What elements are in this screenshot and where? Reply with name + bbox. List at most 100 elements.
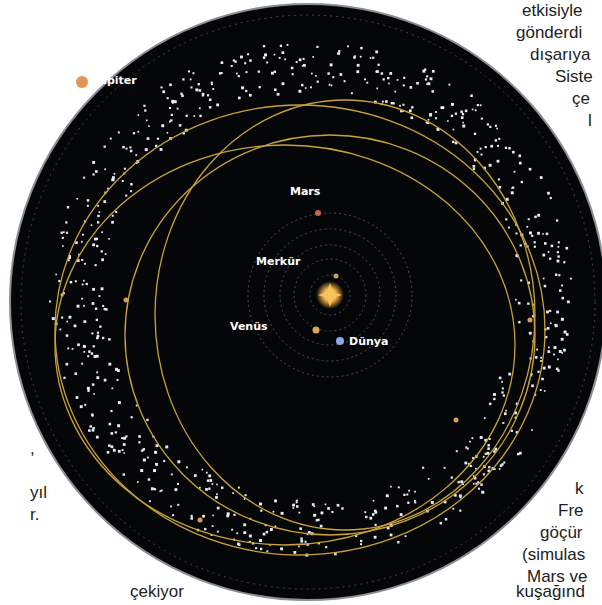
asteroid-dot (534, 246, 536, 248)
asteroid-dot (544, 390, 546, 392)
asteroid-dot (81, 298, 83, 300)
asteroid-dot (172, 514, 174, 516)
asteroid-dot (548, 365, 551, 368)
asteroid-dot (292, 507, 294, 509)
asteroid-dot (558, 246, 560, 248)
asteroid-dot (511, 191, 514, 194)
asteroid-dot (155, 145, 157, 147)
asteroid-dot (122, 146, 125, 149)
asteroid-dot (394, 91, 396, 93)
asteroid-dot (154, 451, 157, 454)
planet-label: Mars (290, 186, 320, 198)
asteroid-dot (167, 97, 169, 99)
asteroid-dot (171, 473, 173, 475)
asteroid-dot (179, 124, 182, 127)
asteroid-dot (107, 451, 110, 454)
asteroid-dot (118, 401, 121, 404)
asteroid-dot (49, 300, 51, 302)
asteroid-dot (518, 155, 521, 158)
asteroid-dot (316, 46, 318, 48)
asteroid-dot (82, 284, 84, 286)
asteroid-dot (195, 88, 198, 91)
asteroid-dot (384, 507, 387, 510)
asteroid-dot (537, 371, 539, 373)
asteroid-dot (97, 205, 99, 207)
asteroid-dot (266, 61, 268, 63)
asteroid-dot (303, 58, 305, 60)
asteroid-dot (431, 501, 434, 504)
asteroid-dot (570, 278, 572, 280)
asteroid-dot (186, 466, 188, 468)
asteroid-dot (493, 398, 495, 400)
asteroid-dot (249, 59, 251, 61)
asteroid-dot (536, 349, 538, 351)
asteroid-dot (299, 58, 302, 61)
asteroid-dot (473, 165, 476, 168)
asteroid-dot (426, 75, 428, 77)
asteroid-dot (503, 394, 505, 396)
asteroid-dot (212, 88, 214, 90)
asteroid-dot (221, 61, 224, 64)
asteroid-dot (511, 430, 513, 432)
asteroid-dot (478, 488, 480, 490)
asteroid-dot (123, 473, 125, 475)
asteroid-dot (554, 346, 557, 349)
asteroid-dot (138, 441, 140, 443)
asteroid-dot (172, 102, 174, 104)
asteroid-dot (563, 349, 566, 352)
asteroid-dot (77, 343, 80, 346)
asteroid-dot (114, 173, 116, 175)
asteroid-dot (258, 71, 260, 73)
asteroid-dot (390, 534, 393, 537)
asteroid-dot (279, 57, 281, 59)
asteroid-dot (193, 72, 195, 74)
asteroid-dot (66, 363, 69, 366)
asteroid-dot (209, 479, 212, 482)
asteroid-dot (460, 111, 463, 114)
asteroid-dot (460, 480, 463, 483)
asteroid-dot (161, 86, 163, 88)
asteroid-dot (296, 500, 298, 502)
asteroid-dot (274, 54, 276, 56)
asteroid-dot (501, 391, 503, 393)
asteroid-dot (81, 259, 83, 261)
asteroid-dot (387, 77, 389, 79)
asteroid-dot (202, 94, 204, 96)
asteroid-dot (84, 404, 86, 406)
asteroid-dot (451, 115, 453, 117)
asteroid-dot (95, 308, 97, 310)
asteroid-dot (376, 87, 378, 89)
asteroid-dot (232, 492, 234, 494)
asteroid-dot (247, 53, 249, 55)
asteroid-dot (131, 416, 133, 418)
asteroid-dot (561, 338, 564, 341)
space-disc (10, 4, 602, 600)
asteroid-dot (93, 355, 96, 358)
asteroid-dot (130, 150, 133, 153)
asteroid-dot (487, 447, 489, 449)
asteroid-dot (69, 316, 72, 319)
asteroid-dot (490, 145, 493, 148)
asteroid-dot (186, 115, 188, 117)
asteroid-dot (67, 347, 69, 349)
asteroid-dot (161, 124, 164, 127)
asteroid-dot (111, 387, 113, 389)
asteroid-dot (75, 241, 78, 244)
asteroid-dot (93, 393, 95, 395)
asteroid-dot (263, 56, 265, 58)
asteroid-dot (408, 490, 410, 492)
asteroid-dot (245, 494, 247, 496)
asteroid-dot (496, 128, 498, 130)
asteroid-dot (397, 541, 399, 543)
asteroid-dot (528, 218, 530, 220)
asteroid-dot (298, 546, 300, 548)
asteroid-dot (177, 460, 180, 463)
asteroid-dot (273, 511, 275, 513)
asteroid-dot (411, 106, 413, 108)
asteroid-dot (62, 245, 64, 247)
asteroid-dot (299, 527, 302, 530)
asteroid-dot (110, 138, 112, 140)
asteroid-dot (66, 232, 68, 234)
asteroid-dot (372, 513, 375, 516)
asteroid-dot (163, 460, 165, 462)
